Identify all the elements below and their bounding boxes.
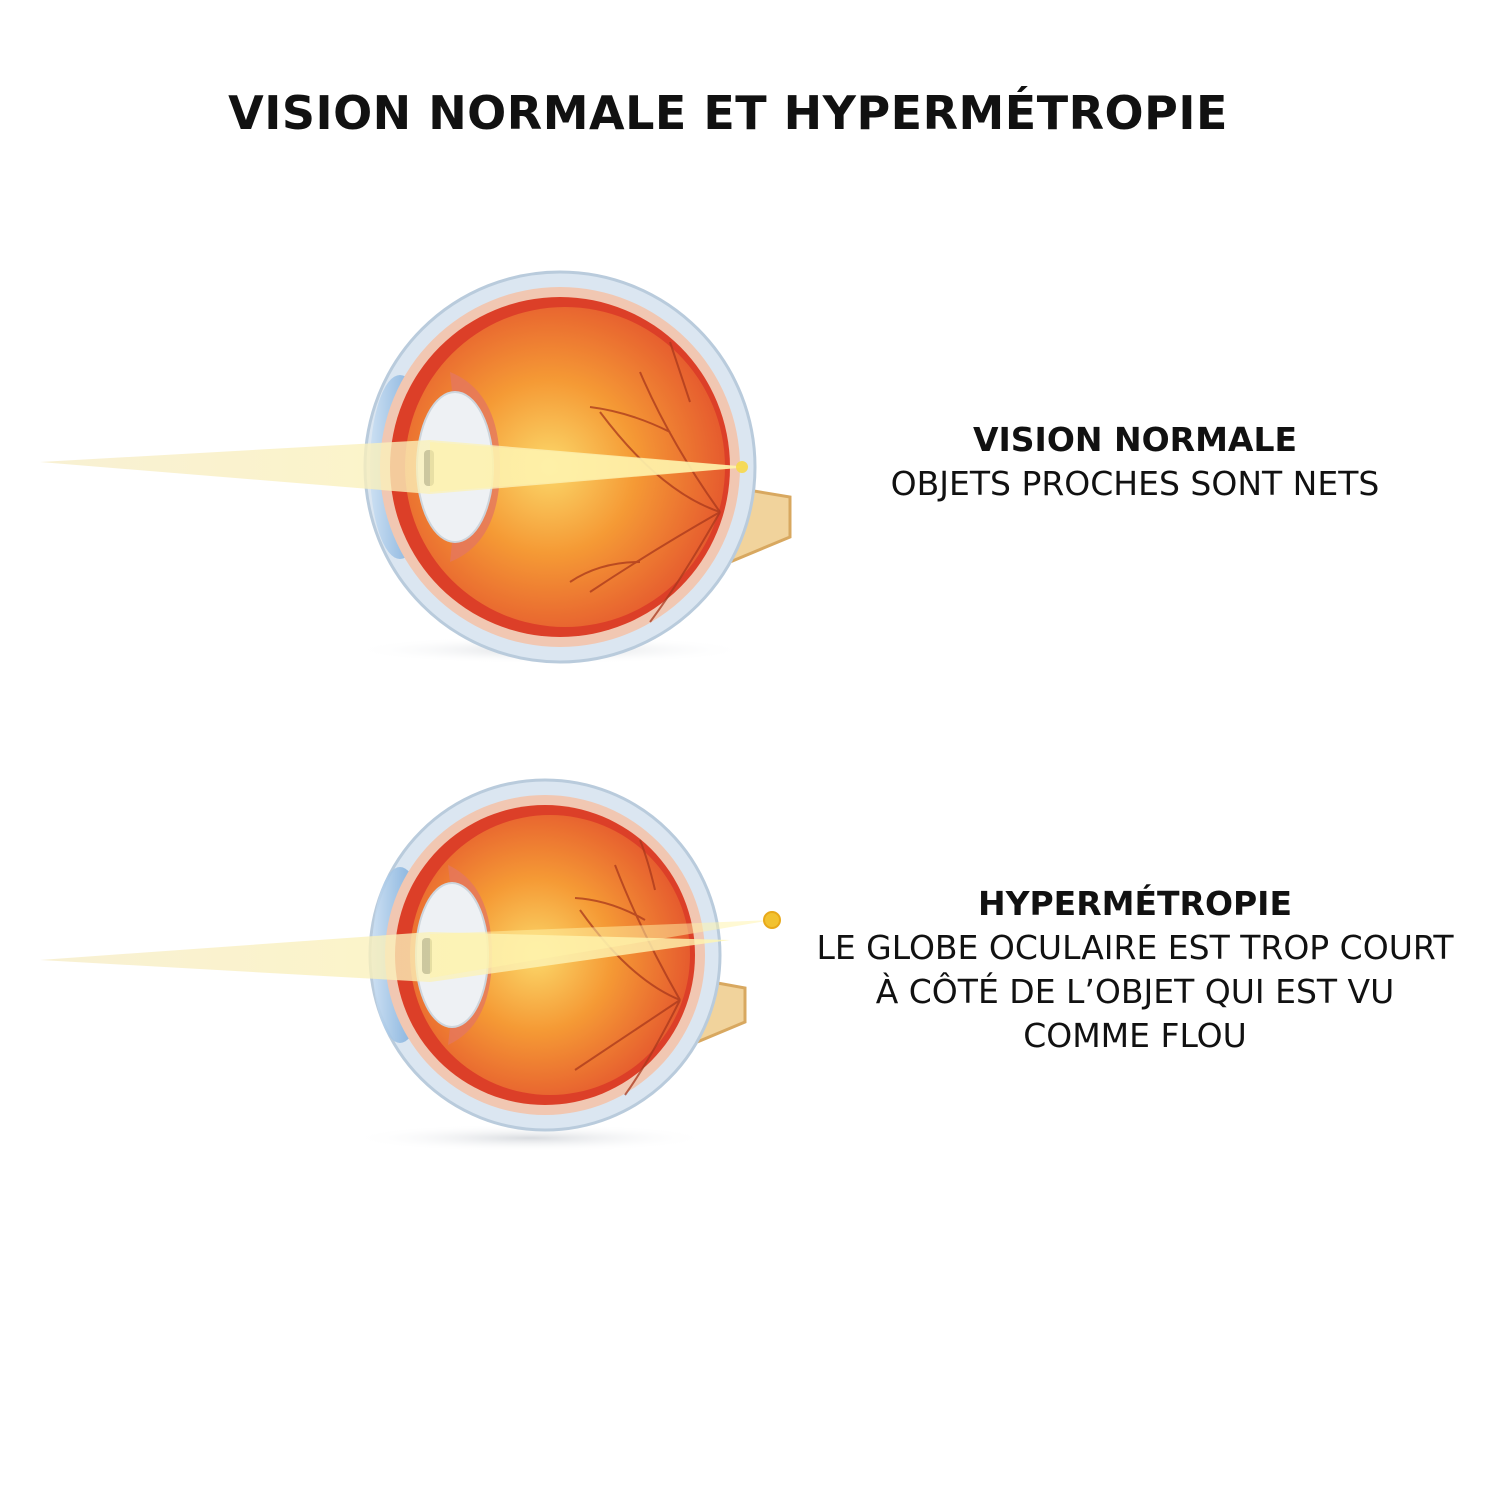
- page-title: VISION NORMALE ET HYPERMÉTROPIE: [228, 86, 1228, 140]
- eye-shadow: [350, 1124, 710, 1152]
- eye-diagram-normal: [40, 270, 792, 664]
- focus-point: [763, 911, 781, 929]
- caption-hyperopia-heading: HYPERMÉTROPIE: [977, 884, 1292, 923]
- blood-vessels: [569, 341, 721, 623]
- caption-hyperopia-line-3: COMME FLOU: [1023, 1016, 1247, 1055]
- caption-hyperopia: HYPERMÉTROPIE LE GLOBE OCULAIRE EST TROP…: [800, 882, 1470, 1058]
- eye-diagram-hyperopia: [40, 778, 781, 1152]
- caption-normal-line: OBJETS PROCHES SONT NETS: [890, 464, 1380, 503]
- caption-hyperopia-line-1: LE GLOBE OCULAIRE EST TROP COURT: [816, 928, 1454, 967]
- caption-normal: VISION NORMALE OBJETS PROCHES SONT NETS: [850, 418, 1420, 506]
- caption-normal-heading: VISION NORMALE: [972, 420, 1298, 459]
- focus-point: [736, 461, 748, 473]
- caption-hyperopia-line-2: À CÔTÉ DE L’OBJET QUI EST VU: [875, 972, 1395, 1011]
